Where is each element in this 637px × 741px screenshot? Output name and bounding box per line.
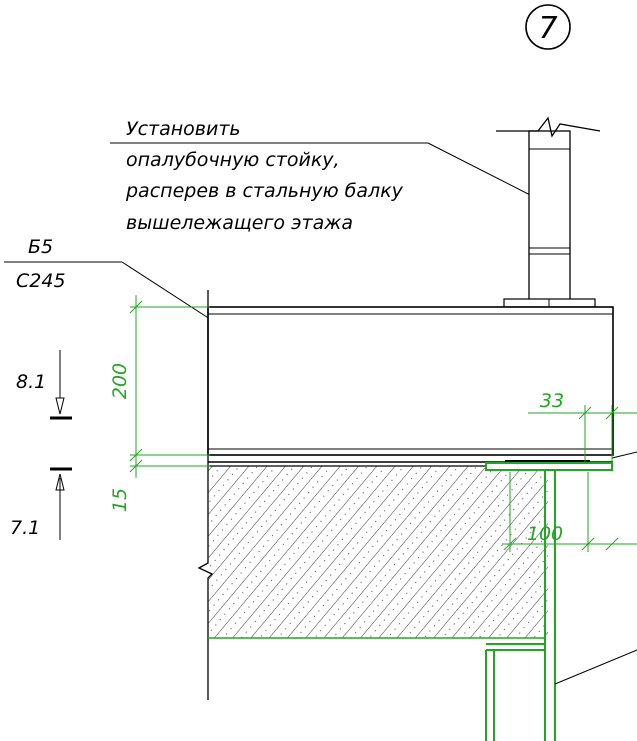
detail-marker-number: 7 — [538, 11, 557, 46]
formwork-post — [496, 116, 601, 308]
section-upper: 8.1 — [16, 350, 72, 420]
dim-width-label: 100 — [527, 523, 563, 545]
beam-leader — [554, 649, 637, 685]
dim-gap-label: 15 — [109, 488, 131, 512]
section-lower-label: 7.1 — [10, 517, 40, 539]
note-leader — [427, 142, 541, 201]
section-lower: 7.1 — [10, 467, 72, 540]
beam-label: Б5 С245 — [4, 236, 231, 333]
section-upper-label: 8.1 — [16, 371, 46, 393]
dim-horizontal — [502, 405, 637, 552]
note-line-1: Установить — [126, 118, 241, 140]
steel-beam — [485, 462, 613, 741]
panel-leader — [611, 451, 637, 459]
dim-vertical — [129, 295, 210, 478]
detail-marker: 7 — [525, 4, 571, 50]
formwork-panel — [207, 306, 614, 464]
note-line-3: расперев в стальную балку — [125, 180, 404, 202]
note-line-4: вышележащего этажа — [126, 212, 353, 234]
concrete-slab — [208, 465, 548, 639]
steel-grade: С245 — [16, 270, 66, 292]
note: Установить опалубочную стойку, расперев … — [110, 118, 541, 234]
dim-edge-label: 33 — [540, 390, 564, 412]
dim-height-label: 200 — [109, 363, 131, 399]
note-line-2: опалубочную стойку, — [126, 149, 340, 171]
beam-mark: Б5 — [28, 236, 53, 258]
